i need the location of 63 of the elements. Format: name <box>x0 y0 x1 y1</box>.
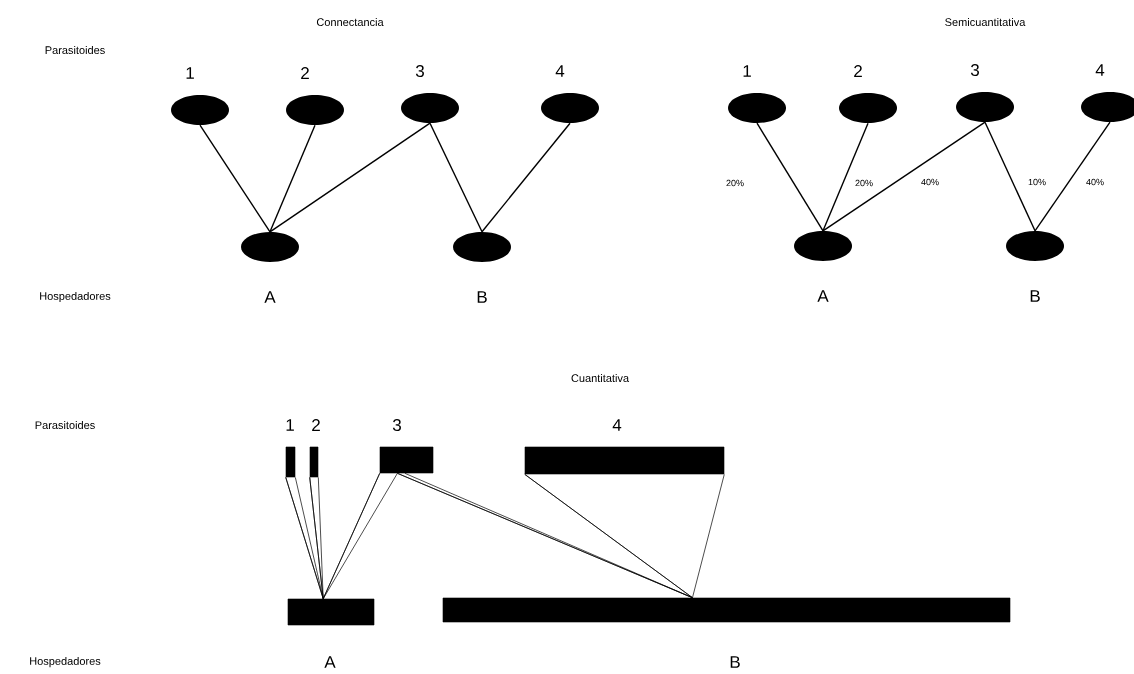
ellipse-node: 4 <box>1081 64 1134 122</box>
node-label: 1 <box>743 65 751 77</box>
edge-label: 20% <box>725 178 745 188</box>
bar-node: 3 <box>379 419 434 474</box>
ellipse-node: B <box>453 232 511 303</box>
edge-label: 20% <box>854 178 874 188</box>
connector-line <box>309 476 324 600</box>
connector-line <box>524 473 725 599</box>
connector-line <box>429 122 483 233</box>
row-label: Hospedadores <box>40 291 111 303</box>
node-label: A <box>817 290 829 302</box>
bar-node: 2 <box>309 419 320 478</box>
node-label: 2 <box>312 419 320 431</box>
node-label: 4 <box>555 65 565 77</box>
node-label: A <box>324 656 336 668</box>
node-label: 3 <box>392 418 401 432</box>
node-label: A <box>264 291 276 303</box>
ellipse-node: A <box>241 232 299 303</box>
ellipse-node: 3 <box>401 65 459 123</box>
connector-line <box>285 476 324 600</box>
connector-line <box>756 122 824 232</box>
ellipse-node: A <box>794 231 852 302</box>
ellipse-node: 1 <box>171 67 229 125</box>
panel-title: Semicuantitativa <box>945 17 1026 27</box>
edge-label: 10% <box>1027 177 1047 187</box>
bar-node: 4 <box>524 419 725 475</box>
node-label: 4 <box>612 419 622 431</box>
node-label: 3 <box>970 63 979 77</box>
connector-line <box>322 472 398 600</box>
connector-line <box>1034 121 1111 232</box>
node-label: B <box>1030 290 1040 302</box>
connector-line <box>822 121 986 232</box>
row-label: Parasitoides <box>45 45 105 55</box>
connector-line <box>984 121 1036 232</box>
bar-node: 1 <box>285 419 296 478</box>
node-label: 2 <box>301 67 309 79</box>
node-label: 3 <box>415 64 424 78</box>
ellipse-node: 1 <box>728 65 786 123</box>
ellipse-node: B <box>1006 231 1064 302</box>
node-label: 4 <box>1095 64 1105 76</box>
connector-line <box>397 472 693 599</box>
bar-node: A <box>287 598 375 668</box>
node-label: B <box>730 656 740 668</box>
edge-label: 40% <box>1085 177 1105 187</box>
row-label: Hospedadores <box>30 656 101 668</box>
row-label: Parasitoides <box>35 420 95 430</box>
connector-line <box>269 122 431 233</box>
ellipse-node: 2 <box>839 65 897 123</box>
connector-line <box>269 124 316 233</box>
bar-node: B <box>442 597 1011 668</box>
node-label: 1 <box>286 419 294 431</box>
ellipse-node: 3 <box>956 64 1014 122</box>
panel-title: Connectancia <box>316 17 384 27</box>
connector-line <box>822 122 869 232</box>
connector-line <box>481 122 571 233</box>
panel-title: Cuantitativa <box>571 373 630 383</box>
ellipse-node: 4 <box>541 65 599 123</box>
edge-label: 40% <box>920 177 940 187</box>
node-label: 1 <box>186 67 194 79</box>
ellipse-node: 2 <box>286 67 344 125</box>
node-label: B <box>477 291 487 303</box>
node-label: 2 <box>854 65 862 77</box>
connector-line <box>199 124 271 233</box>
